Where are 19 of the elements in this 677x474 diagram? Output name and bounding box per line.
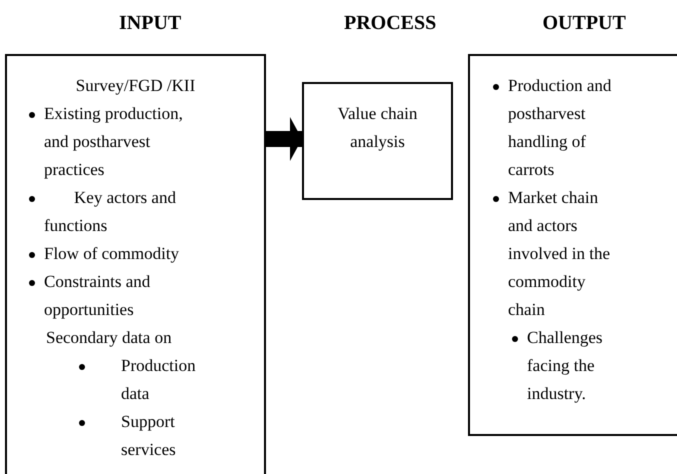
block-arrow (266, 117, 302, 161)
bullet-text: Production and postharvest handling of carrots (508, 75, 612, 181)
section-heading: Secondary data on (46, 327, 173, 349)
section-heading: Survey/FGD /KII (74, 75, 196, 97)
column-heading: OUTPUT (542, 12, 626, 35)
process-box (302, 82, 453, 200)
bullet-text: Market chain and actors involved in the commodity chain (508, 187, 611, 321)
bullet-text: Flow of commodity (44, 243, 180, 265)
content-box (468, 54, 677, 436)
process-label: Value chain analysis (337, 103, 418, 153)
bullet-text: Key actors and functions (44, 187, 177, 237)
column-heading: INPUT (119, 12, 182, 35)
bullet-text: Existing production, and postharvest practices (44, 103, 184, 181)
bullet-text: Challenges facing the industry. (527, 327, 604, 405)
column-heading: PROCESS (344, 12, 436, 35)
bullet-text: Support services (121, 411, 177, 461)
bullet-text: Constraints and opportunities (44, 271, 152, 321)
bullet-text: Production data (121, 355, 197, 405)
content-box (5, 54, 266, 474)
